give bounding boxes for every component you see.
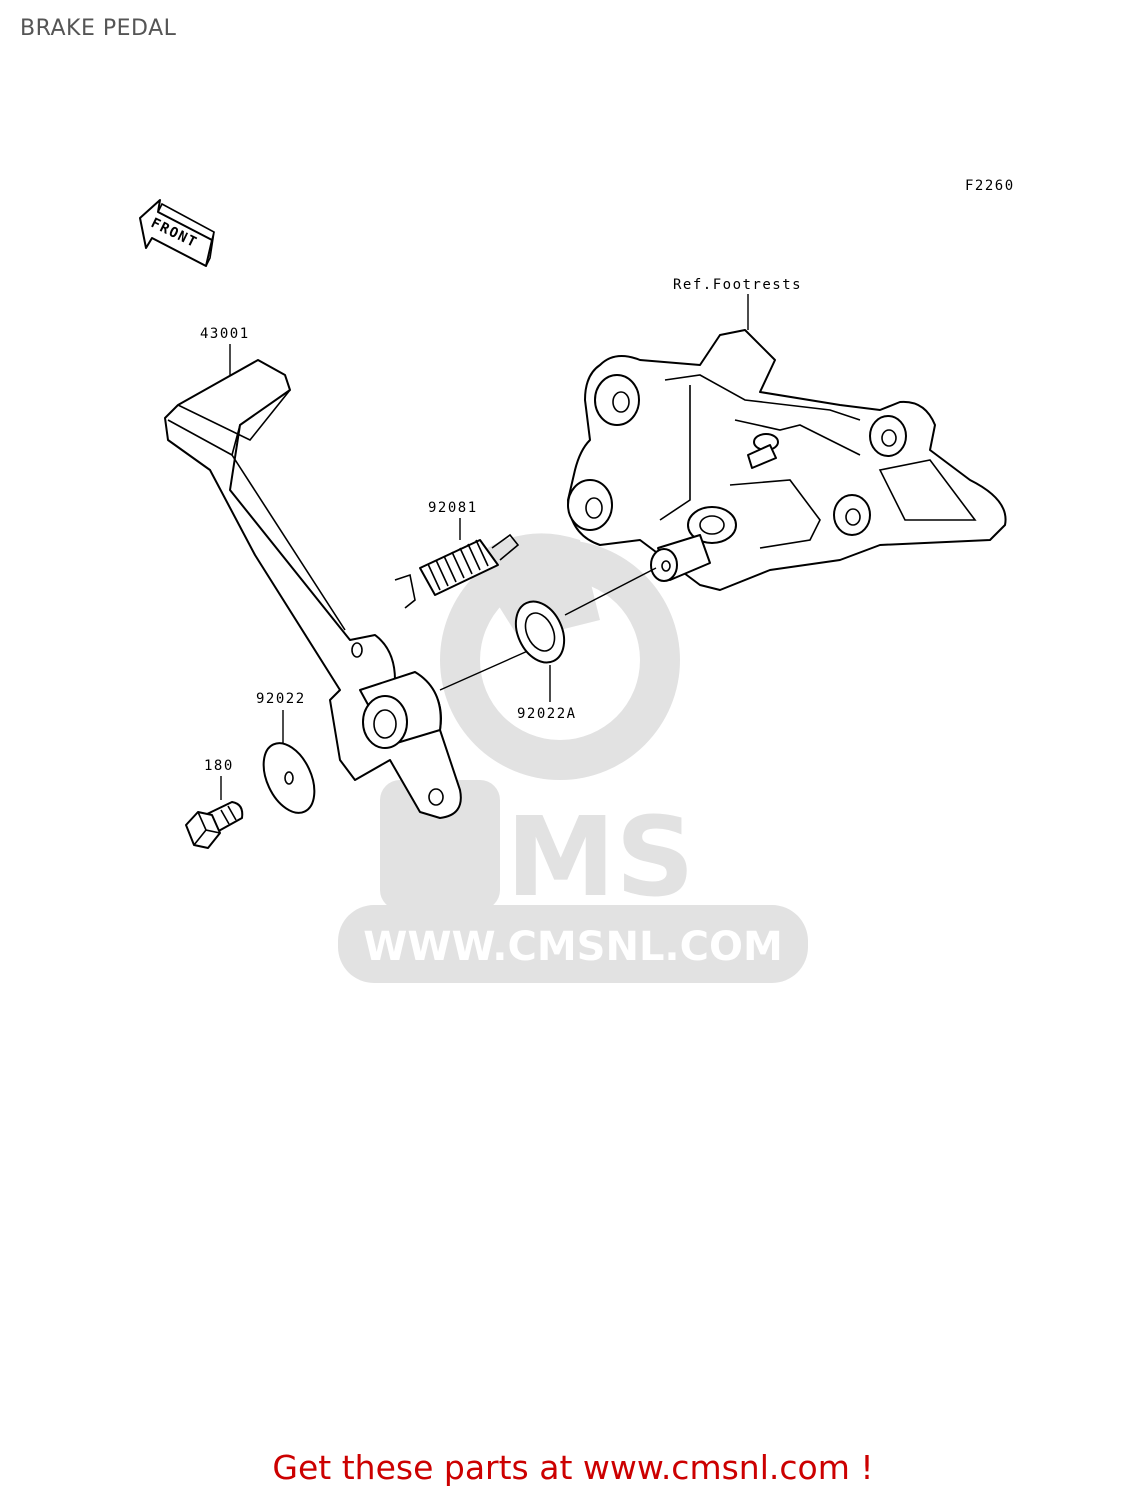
diagram-code: F2260 (965, 178, 1015, 194)
part-label-43001: 43001 (200, 326, 250, 342)
page-title: BRAKE PEDAL (20, 16, 177, 41)
front-arrow-icon: FRONT (139, 199, 215, 267)
pivot-shaft (650, 534, 711, 582)
bolt-180 (185, 801, 244, 849)
watermark-logo-text: CMS (425, 793, 694, 921)
washer-92022 (262, 742, 316, 814)
return-spring (394, 533, 520, 609)
promo-link[interactable]: Get these parts at www.cmsnl.com ! (272, 1448, 874, 1487)
exploded-parts-diagram: CMS WWW.CMSNL.COM FRONT F2260 Ref.Footre… (139, 178, 1015, 983)
part-label-92081: 92081 (428, 500, 478, 516)
ref-footrests-label: Ref.Footrests (673, 277, 802, 293)
part-label-92022: 92022 (256, 691, 306, 707)
brake-pedal-lever (164, 359, 462, 819)
washer-92022a (514, 600, 566, 664)
part-label-92022a: 92022A (517, 706, 577, 722)
footrest-bracket (567, 329, 1007, 591)
watermark-url-text: WWW.CMSNL.COM (363, 924, 783, 970)
part-label-180: 180 (204, 758, 234, 774)
